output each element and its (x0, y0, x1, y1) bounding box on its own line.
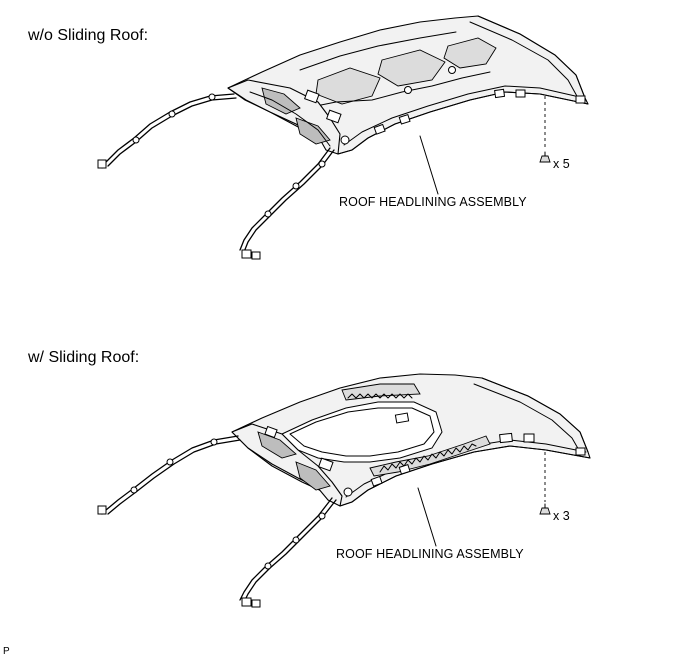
roof-headlining-assembly-label-top: ROOF HEADLINING ASSEMBLY (339, 195, 527, 209)
clip-icon (539, 507, 551, 515)
clip-quantity-bottom: x 3 (553, 509, 570, 523)
section-heading-without-sliding-roof: w/o Sliding Roof: (28, 27, 149, 44)
section-heading-with-sliding-roof: w/ Sliding Roof: (28, 349, 140, 366)
headlining-with-sliding-roof (97, 373, 591, 608)
headlining-without-sliding-roof (97, 15, 589, 260)
clip-quantity-top: x 5 (553, 157, 570, 171)
clip-icon (539, 155, 551, 163)
illustration-code: P (3, 646, 10, 657)
roof-headlining-assembly-label-bottom: ROOF HEADLINING ASSEMBLY (336, 547, 524, 561)
